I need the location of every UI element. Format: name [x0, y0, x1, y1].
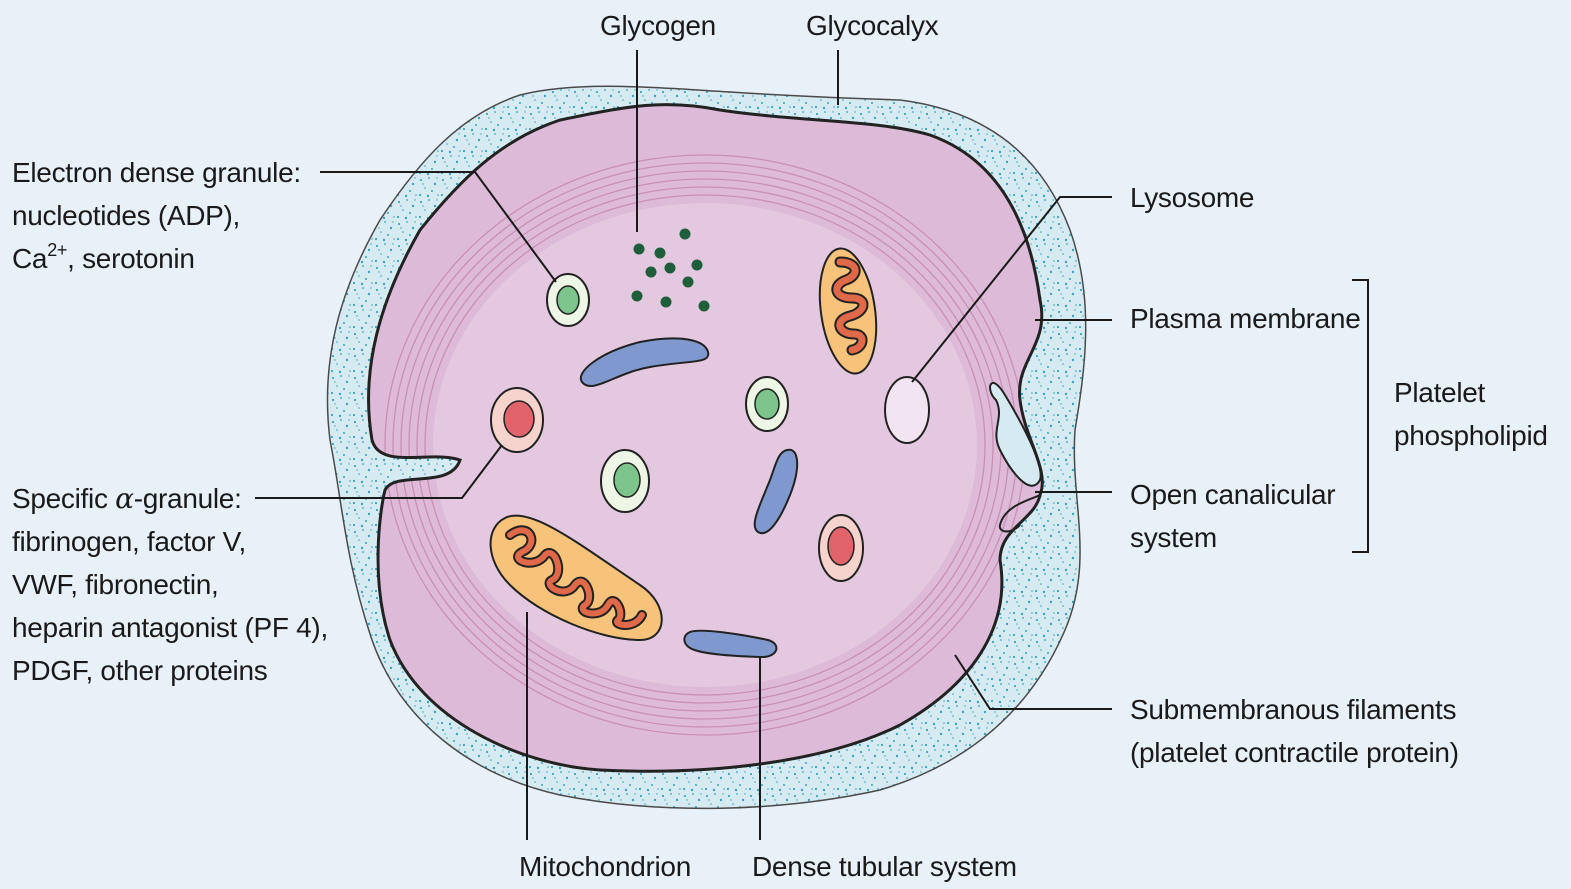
label-lysosome: Lysosome	[1130, 176, 1254, 219]
submembranous-line-2: (platelet contractile protein)	[1130, 731, 1459, 774]
label-glycogen: Glycogen	[600, 4, 716, 47]
lysosome	[885, 377, 929, 443]
label-platelet-phospholipid: Platelet phospholipid	[1394, 371, 1548, 457]
alpha-granule-line-5: PDGF, other proteins	[12, 649, 328, 692]
submembranous-line-1: Submembranous filaments	[1130, 688, 1459, 731]
label-submembranous-filaments: Submembranous filaments (platelet contra…	[1130, 688, 1459, 774]
phospholipid-line-2: phospholipid	[1394, 414, 1548, 457]
alpha-granule-line-1: Specific α-granule:	[12, 477, 328, 520]
phospholipid-line-1: Platelet	[1394, 371, 1548, 414]
alpha-granule-line-4: heparin antagonist (PF 4),	[12, 606, 328, 649]
dense-granule-1	[547, 274, 589, 326]
label-dense-tubular-system: Dense tubular system	[752, 845, 1017, 888]
label-glycocalyx: Glycocalyx	[806, 4, 938, 47]
alpha-granule-line-2: fibrinogen, factor V,	[12, 520, 328, 563]
label-mitochondrion: Mitochondrion	[519, 845, 691, 888]
dense-granule-line-3: Ca2+, serotonin	[12, 237, 301, 280]
alpha-granule-line-1-suffix: -granule:	[134, 483, 242, 514]
alpha-granule-line-1-prefix: Specific	[12, 483, 115, 514]
dense-granule-line-2: nucleotides (ADP),	[12, 194, 301, 237]
dense-granule-2	[746, 377, 788, 431]
alpha-granule-2	[819, 515, 863, 581]
label-open-canalicular-system: Open canalicular system	[1130, 473, 1335, 559]
label-electron-dense-granule: Electron dense granule: nucleotides (ADP…	[12, 151, 301, 280]
canalicular-line-2: system	[1130, 516, 1335, 559]
label-plasma-membrane: Plasma membrane	[1130, 297, 1360, 340]
calcium-charge: 2+	[47, 240, 67, 260]
dense-granule-line-3-rest: , serotonin	[67, 243, 194, 274]
alpha-granule-1	[491, 388, 543, 452]
alpha-granule-line-3: VWF, fibronectin,	[12, 563, 328, 606]
dense-granule-line-1: Electron dense granule:	[12, 151, 301, 194]
dense-granule-3	[601, 450, 649, 512]
calcium-symbol: Ca	[12, 243, 47, 274]
label-specific-alpha-granule: Specific α-granule: fibrinogen, factor V…	[12, 477, 328, 692]
canalicular-line-1: Open canalicular	[1130, 473, 1335, 516]
alpha-symbol: α	[115, 482, 134, 515]
